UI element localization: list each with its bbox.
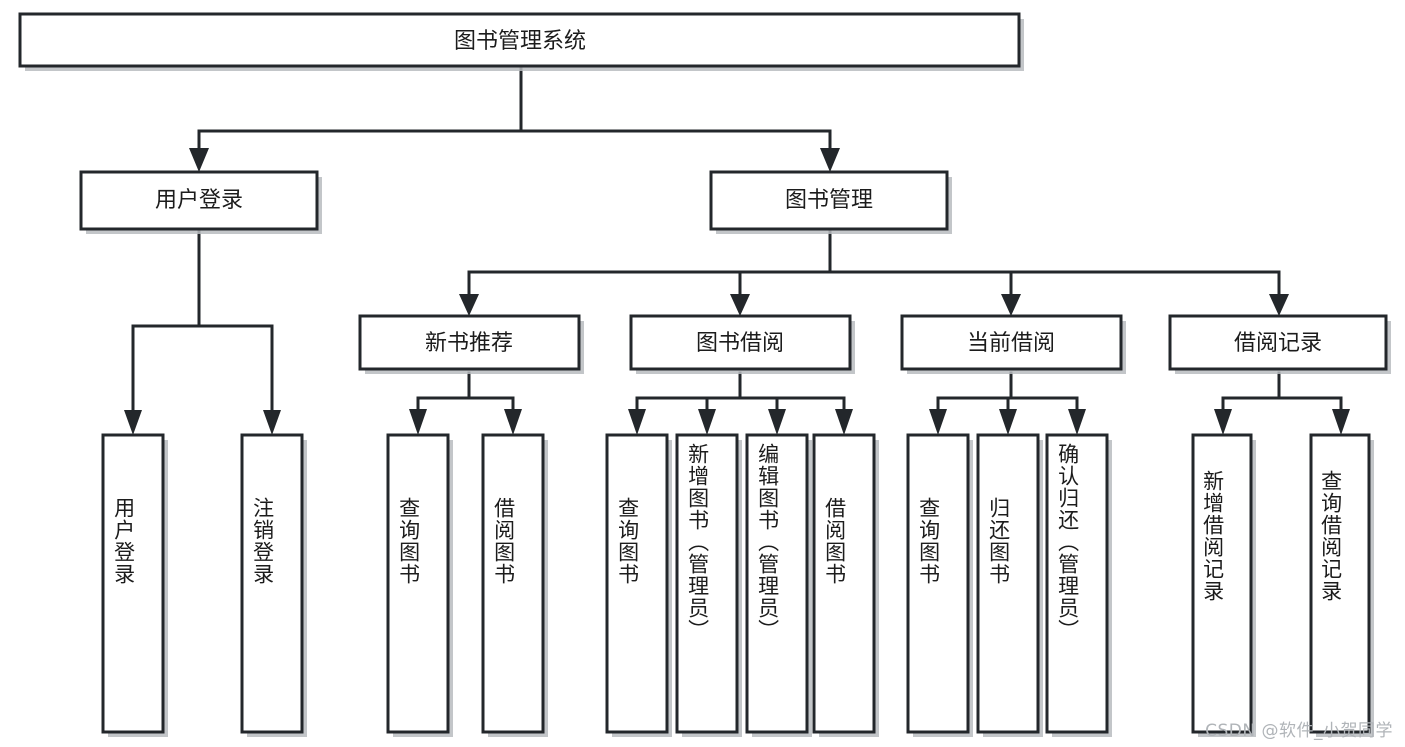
node-label-l3-book-borrow: 图书借阅 [696,331,784,356]
arrowhead-l3-1 [730,294,750,316]
node-box-leaf-bb-2[interactable] [745,433,809,734]
node-box-leaf-cb-2[interactable] [1045,433,1109,734]
node-box-book-mgmt[interactable] [709,170,949,231]
arrowhead-borrow-leaf-3 [835,409,853,435]
node-box-l3-2[interactable] [900,314,1123,371]
node-box-leaf-ul-0[interactable] [101,433,165,734]
node-box-leaf-bb-0[interactable] [605,433,669,734]
node-box-l3-3[interactable] [1168,314,1388,371]
arrowhead-newbook-leaf-0 [409,409,427,435]
arrowhead-userlogin-leaf-1 [263,410,281,435]
arrowhead-book-mgmt [820,148,840,172]
node-box-user-login[interactable] [79,170,319,231]
node-label-l3-borrow-record: 借阅记录 [1234,331,1322,356]
arrowhead-user-login [189,148,209,172]
arrowhead-current-leaf-1 [999,409,1017,435]
node-label-group: 图书管理系统 用户登录 图书管理 新书推荐 图书借阅 当前借阅 借阅记录 [155,29,1322,356]
node-label-root: 图书管理系统 [454,29,586,54]
node-box-leaf-cb-1[interactable] [976,433,1040,734]
node-box-leaf-bb-1[interactable] [675,433,739,734]
arrowhead-l3-3 [1269,294,1289,316]
arrowhead-record-leaf-0 [1214,409,1232,435]
arrowhead-record-leaf-1 [1332,409,1350,435]
arrowhead-l3-2 [1001,294,1021,316]
node-box-leaf-br-1[interactable] [1309,433,1371,734]
arrowhead-current-leaf-2 [1068,409,1086,435]
node-label-book-mgmt: 图书管理 [785,188,873,213]
node-box-l3-0[interactable] [358,314,581,371]
node-label-l3-new-book: 新书推荐 [425,331,513,356]
arrowhead-l3-0 [459,294,479,316]
node-label-user-login: 用户登录 [155,188,243,213]
node-box-leaf-bb-3[interactable] [812,433,876,734]
node-box-group [18,12,1391,737]
watermark-text: CSDN @软件_小贺同学 [1205,721,1393,741]
node-label-l3-current-borrow: 当前借阅 [967,331,1055,356]
node-box-leaf-nb-1[interactable] [481,433,545,734]
arrowhead-borrow-leaf-2 [768,409,786,435]
node-box-root[interactable] [18,12,1021,68]
node-box-leaf-ul-1[interactable] [240,433,304,734]
arrowhead-borrow-leaf-0 [628,409,646,435]
node-box-leaf-br-0[interactable] [1191,433,1253,734]
arrowhead-newbook-leaf-1 [504,409,522,435]
node-box-l3-1[interactable] [629,314,852,371]
node-box-leaf-cb-0[interactable] [906,433,970,734]
arrowhead-group [124,148,1350,435]
arrowhead-borrow-leaf-1 [698,409,716,435]
arrowhead-current-leaf-0 [929,409,947,435]
node-box-leaf-nb-0[interactable] [386,433,450,734]
arrowhead-userlogin-leaf-0 [124,410,142,435]
